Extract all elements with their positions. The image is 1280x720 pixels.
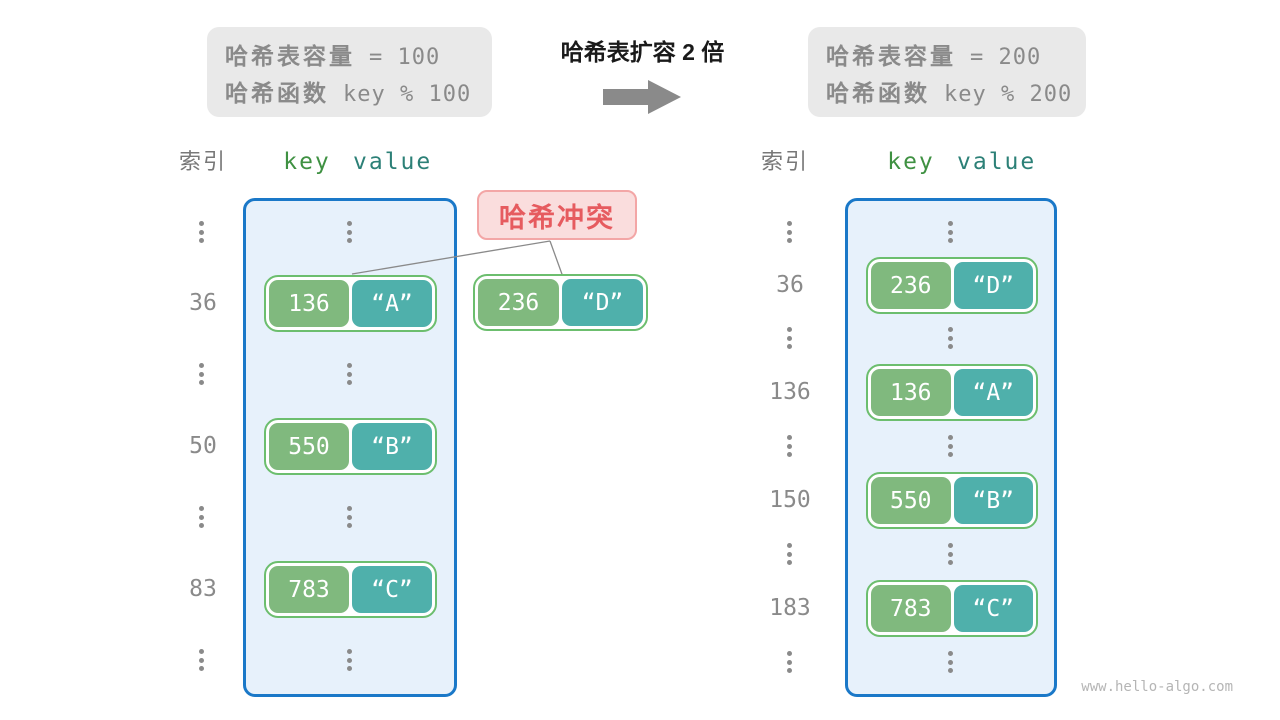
value-cell: “B” [352,423,432,470]
value-cell: “D” [562,279,643,326]
ellipsis-icon [199,221,204,243]
capacity-label: 哈希表容量 [225,42,355,69]
ellipsis-icon [948,221,953,243]
kv-pair: 236 “D” [866,257,1038,314]
value-cell: “C” [953,585,1033,632]
kv-pair: 783 “C” [866,580,1038,637]
index-label: 150 [769,487,811,513]
key-cell: 550 [269,423,349,470]
index-label: 136 [769,379,811,405]
value-cell: “C” [352,566,432,613]
ellipsis-icon [787,543,792,565]
ellipsis-icon [199,363,204,385]
ellipsis-icon [347,363,352,385]
ellipsis-icon [948,435,953,457]
kv-pair: 550 “B” [264,418,437,475]
hash-function-value: key % 200 [944,81,1073,107]
watermark: www.hello-algo.com [1081,679,1233,695]
key-cell: 783 [269,566,349,613]
ellipsis-icon [948,543,953,565]
capacity-label: 哈希表容量 [826,42,956,69]
key-cell: 550 [871,477,951,524]
index-label: 83 [189,576,217,602]
collision-label: 哈希冲突 [477,190,637,240]
expand-title: 哈希表扩容 2 倍 [560,39,725,65]
ellipsis-icon [199,506,204,528]
key-header-before: key [283,149,331,175]
key-cell: 783 [871,585,951,632]
ellipsis-icon [787,651,792,673]
ellipsis-icon [948,651,953,673]
value-cell: “B” [953,477,1033,524]
key-header-after: key [887,149,935,175]
ellipsis-icon [787,221,792,243]
ellipsis-icon [787,327,792,349]
kv-pair: 783 “C” [264,561,437,618]
capacity-value: = 200 [970,44,1042,70]
ellipsis-icon [199,649,204,671]
ellipsis-icon [347,506,352,528]
index-label: 36 [776,272,804,298]
key-cell: 136 [871,369,951,416]
key-cell: 236 [478,279,559,326]
hash-function-label: 哈希函数 [225,79,329,106]
ellipsis-icon [787,435,792,457]
index-label: 50 [189,433,217,459]
value-header-after: value [957,149,1037,175]
ellipsis-icon [347,221,352,243]
capacity-line: 哈希表容量 = 100 [225,37,492,71]
hash-function-value: key % 100 [343,81,472,107]
capacity-box-before: 哈希表容量 = 100 哈希函数 key % 100 [207,27,492,117]
key-cell: 136 [269,280,349,327]
value-header-before: value [353,149,433,175]
arrow-right-icon [603,80,681,114]
value-cell: “A” [352,280,432,327]
index-header-before: 索引 [178,149,227,174]
value-cell: “D” [953,262,1033,309]
kv-pair: 136 “A” [264,275,437,332]
ellipsis-icon [347,649,352,671]
kv-pair: 136 “A” [866,364,1038,421]
index-label: 36 [189,290,217,316]
capacity-line: 哈希表容量 = 200 [826,37,1086,71]
index-header-after: 索引 [760,149,809,174]
capacity-value: = 100 [369,44,441,70]
hash-function-label: 哈希函数 [826,79,930,106]
ellipsis-icon [948,327,953,349]
capacity-box-after: 哈希表容量 = 200 哈希函数 key % 200 [808,27,1086,117]
kv-pair: 550 “B” [866,472,1038,529]
value-cell: “A” [953,369,1033,416]
hash-function-line: 哈希函数 key % 100 [225,74,492,108]
key-cell: 236 [871,262,951,309]
collision-kv-pair: 236 “D” [473,274,648,331]
hash-function-line: 哈希函数 key % 200 [826,74,1086,108]
index-label: 183 [769,595,811,621]
